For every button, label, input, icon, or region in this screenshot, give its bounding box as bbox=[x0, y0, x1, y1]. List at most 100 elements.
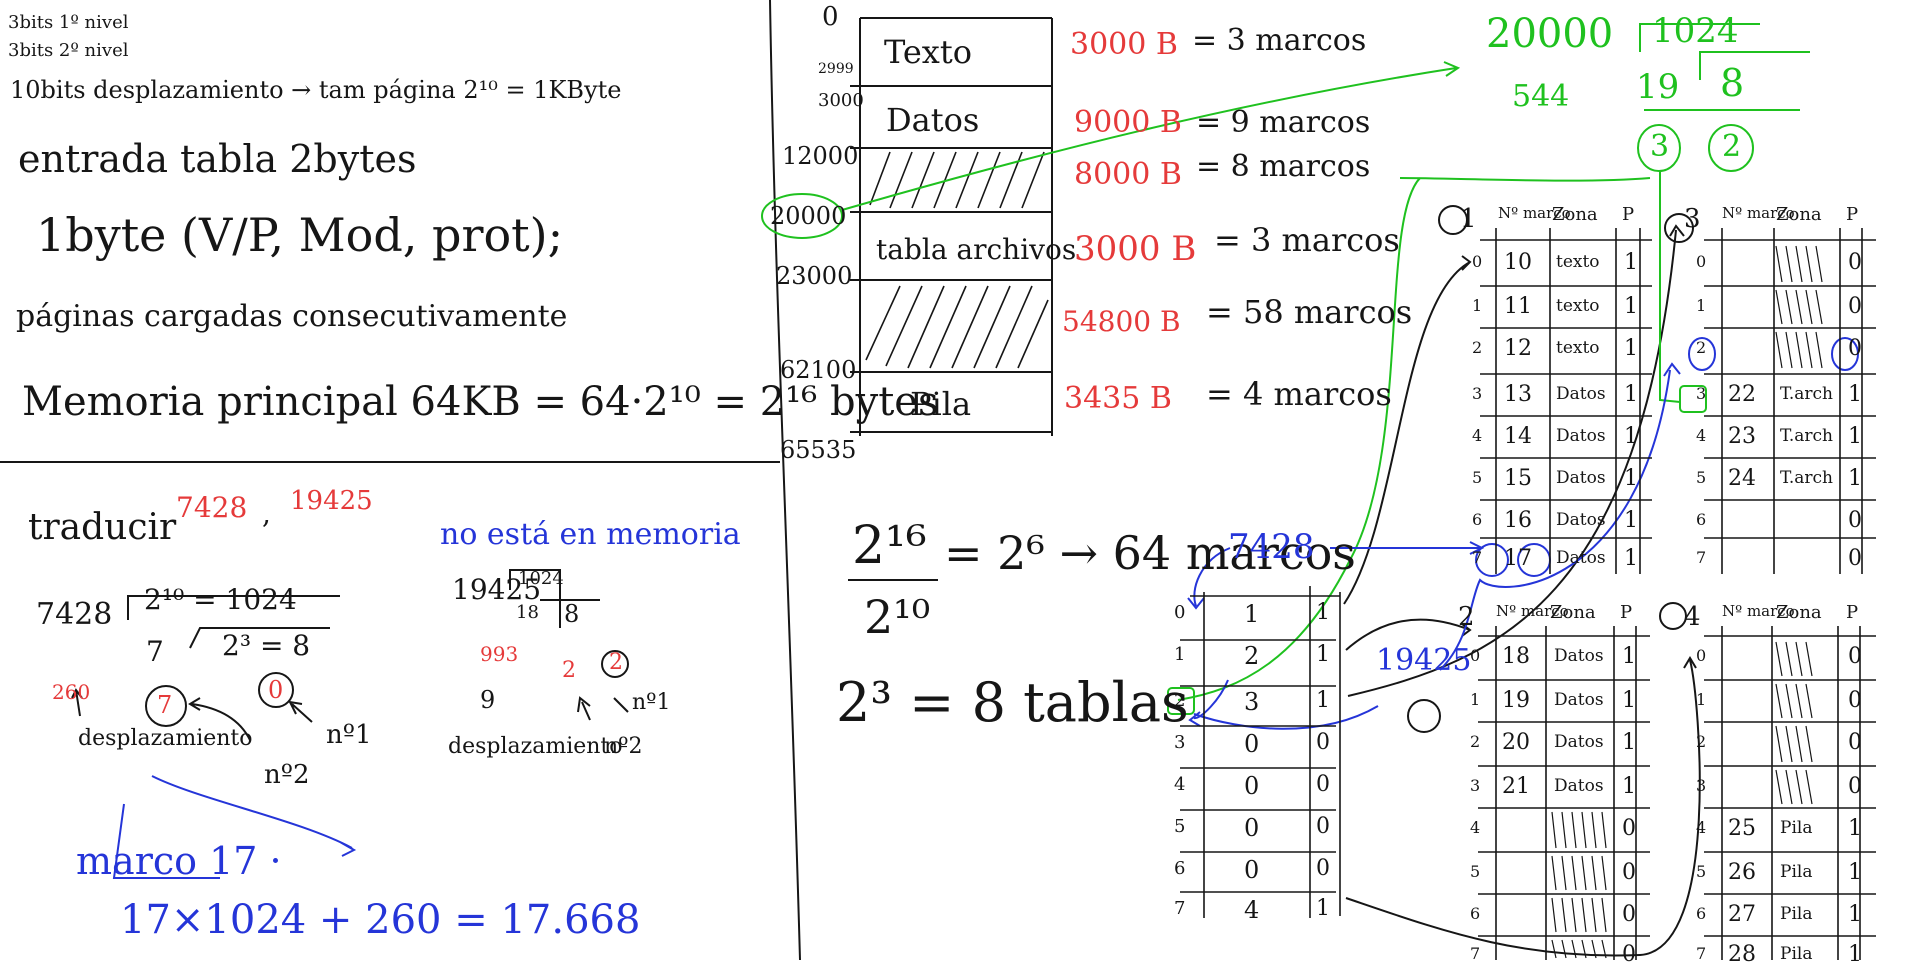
not-in-memory-note: no está en memoria bbox=[440, 517, 741, 552]
header-present: P bbox=[1846, 602, 1859, 623]
translate-label: traducir bbox=[28, 507, 177, 548]
table-row-present: 1 bbox=[1622, 774, 1636, 799]
size-hueco: 8000 B bbox=[1074, 157, 1182, 192]
first-level-table-grid bbox=[1180, 586, 1341, 918]
green-link-1 bbox=[1177, 177, 1421, 701]
size-tabla: 3000 B bbox=[1074, 229, 1197, 269]
table-row-present: 1 bbox=[1848, 466, 1862, 491]
flt-row-value: 0 bbox=[1244, 730, 1260, 758]
flt-row-present: 1 bbox=[1316, 688, 1330, 713]
table-row-index: 3 bbox=[1696, 776, 1707, 795]
second-level-grids bbox=[1478, 228, 1876, 960]
table-row-present: 1 bbox=[1624, 250, 1638, 275]
marcos-tabla: = 3 marcos bbox=[1214, 221, 1400, 259]
lbl-n1-b: nº1 bbox=[632, 690, 671, 715]
table-row-present: 1 bbox=[1622, 730, 1636, 755]
grid-table3 bbox=[1704, 228, 1876, 574]
table-row-present: 1 bbox=[1624, 466, 1638, 491]
flt-row-value: 0 bbox=[1244, 856, 1260, 884]
table-row-marco: 10 bbox=[1504, 250, 1532, 275]
header-present: P bbox=[1622, 204, 1635, 225]
flt-row-index: 2 bbox=[1174, 690, 1186, 711]
addr-20000: 20000 bbox=[770, 202, 847, 230]
circle-20000 bbox=[761, 193, 843, 239]
table-label: 3 bbox=[1684, 204, 1701, 234]
table-row-present: 1 bbox=[1624, 546, 1638, 571]
marcos-datos: = 9 marcos bbox=[1196, 105, 1371, 140]
note-pages-loaded: páginas cargadas consecutivamente bbox=[16, 299, 568, 334]
header-marco: Nº marco bbox=[1498, 204, 1571, 222]
marco-label: marco 17 · bbox=[76, 839, 282, 883]
lbl-n2: nº2 bbox=[264, 760, 310, 790]
table-row-index: 4 bbox=[1470, 818, 1481, 837]
div2-dividend: 19425 bbox=[452, 573, 542, 606]
table-row-marco: 13 bbox=[1504, 382, 1532, 407]
table-row-index: 0 bbox=[1472, 252, 1483, 271]
note-offset-bits: 10bits desplazamiento → tam página 2¹⁰ =… bbox=[10, 76, 622, 104]
segment-pila: Pila bbox=[910, 385, 972, 423]
flt-row-value: 1 bbox=[1244, 600, 1260, 628]
hatch-hole-2 bbox=[865, 285, 1049, 369]
div2-divisor2: 8 bbox=[564, 600, 580, 628]
div2-divisor: 1024 bbox=[518, 568, 564, 589]
header-present: P bbox=[1620, 602, 1633, 623]
table-row-marco: 16 bbox=[1504, 508, 1532, 533]
div1-offset: 260 bbox=[52, 680, 91, 704]
addr-65535: 65535 bbox=[780, 436, 857, 464]
translate-addr1: 7428 bbox=[176, 491, 248, 524]
table-row-index: 2 bbox=[1470, 732, 1481, 751]
table-row-marco: 24 bbox=[1728, 466, 1756, 491]
table-row-present: 1 bbox=[1848, 902, 1862, 927]
table-row-marco: 20 bbox=[1502, 730, 1530, 755]
tables-count: 2³ = 8 tablas bbox=[836, 671, 1189, 734]
table-row-present: 1 bbox=[1624, 382, 1638, 407]
div1-divisor2: 2³ = 8 bbox=[222, 629, 311, 662]
table-row-index: 3 bbox=[1696, 384, 1707, 403]
table-row-index: 5 bbox=[1470, 862, 1481, 881]
table-row-index: 2 bbox=[1696, 338, 1707, 357]
size-datos: 9000 B bbox=[1074, 105, 1182, 140]
table-row-present: 1 bbox=[1624, 508, 1638, 533]
flt-row-index: 4 bbox=[1174, 774, 1186, 795]
table-row-zona: T.arch bbox=[1780, 426, 1833, 446]
table-row-zona: Datos bbox=[1556, 468, 1606, 488]
grid-table2 bbox=[1478, 626, 1650, 960]
header-marco: Nº marco bbox=[1722, 602, 1795, 620]
table-row-present: 0 bbox=[1848, 294, 1862, 319]
div1-level2-index: 7 bbox=[157, 691, 173, 719]
lbl-desplazamiento: desplazamiento bbox=[78, 726, 253, 751]
table-row-marco: 18 bbox=[1502, 644, 1530, 669]
segment-tabla-archivos: tabla archivos bbox=[876, 233, 1077, 266]
table-row-index: 5 bbox=[1696, 862, 1707, 881]
table-row-index: 3 bbox=[1470, 776, 1481, 795]
table-row-marco: 17 bbox=[1504, 546, 1532, 571]
flt-row-index: 3 bbox=[1174, 732, 1186, 753]
div1-level1-index: 0 bbox=[268, 676, 284, 704]
note-entry-size: entrada tabla 2bytes bbox=[18, 137, 417, 181]
table-row-zona: Pila bbox=[1780, 904, 1813, 924]
header-zona: Zona bbox=[1552, 204, 1598, 225]
lbl-n1: nº1 bbox=[326, 720, 372, 750]
table-row-present: 0 bbox=[1848, 774, 1862, 799]
table-row-present: 0 bbox=[1848, 508, 1862, 533]
flt-row-index: 5 bbox=[1174, 816, 1186, 837]
div2-offset: 993 bbox=[480, 642, 519, 666]
table-row-present: 0 bbox=[1848, 688, 1862, 713]
flt-row-present: 0 bbox=[1316, 814, 1330, 839]
table-row-zona: Pila bbox=[1780, 818, 1813, 838]
size-texto: 3000 B bbox=[1070, 27, 1178, 62]
table-row-index: 6 bbox=[1470, 904, 1481, 923]
table-row-zona: Pila bbox=[1780, 944, 1813, 964]
table-row-marco: 21 bbox=[1502, 774, 1530, 799]
table-row-index: 7 bbox=[1470, 944, 1481, 963]
table-row-index: 4 bbox=[1696, 818, 1707, 837]
div1-dividend: 7428 bbox=[36, 597, 113, 632]
table-row-present: 0 bbox=[1848, 250, 1862, 275]
table-row-index: 1 bbox=[1696, 296, 1707, 315]
table-row-present: 0 bbox=[1622, 902, 1636, 927]
table-row-zona: Pila bbox=[1780, 862, 1813, 882]
table-row-marco: 14 bbox=[1504, 424, 1532, 449]
table-row-present: 1 bbox=[1622, 644, 1636, 669]
header-zona: Zona bbox=[1776, 204, 1822, 225]
